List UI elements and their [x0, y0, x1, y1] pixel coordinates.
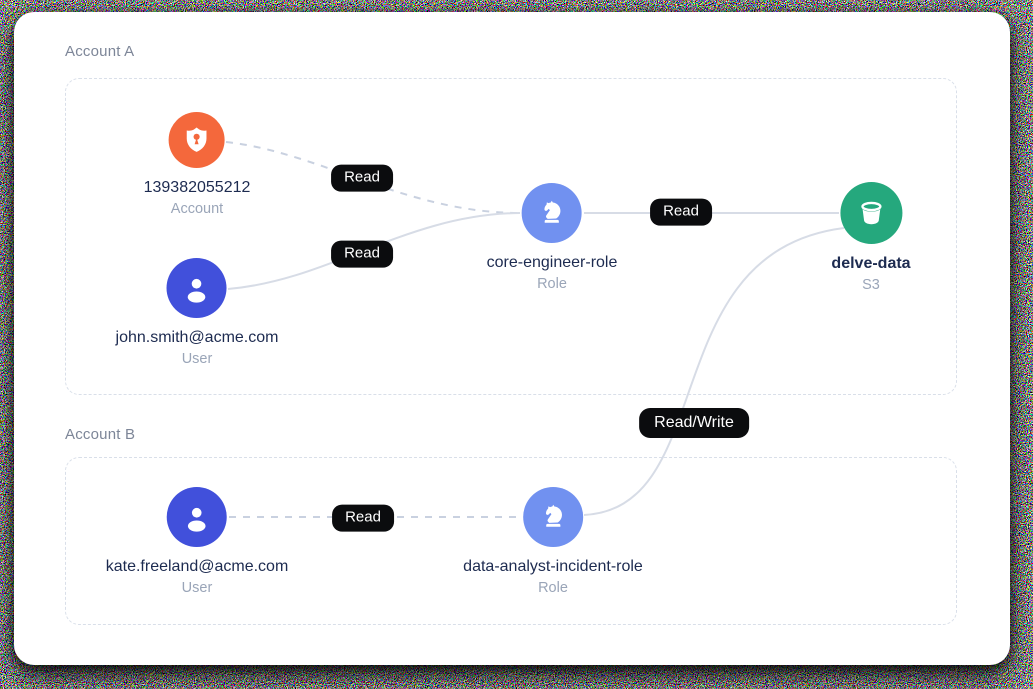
- node-role-data-analyst[interactable]: data-analyst-incident-role Role: [463, 487, 643, 596]
- node-name: core-engineer-role: [486, 254, 618, 271]
- node-s3-delve-data[interactable]: delve-data S3: [831, 182, 911, 293]
- node-type: User: [181, 351, 213, 367]
- node-account-139382055212[interactable]: 139382055212 Account: [143, 112, 251, 217]
- person-icon: [166, 487, 227, 547]
- node-name: data-analyst-incident-role: [463, 558, 643, 575]
- group-box-account-a: [65, 78, 957, 395]
- node-name: john.smith@acme.com: [115, 329, 279, 346]
- bucket-icon: [839, 182, 902, 244]
- chess-knight-icon: [523, 487, 583, 547]
- node-type: Role: [537, 276, 567, 292]
- node-type: Role: [538, 580, 568, 596]
- node-user-kate[interactable]: kate.freeland@acme.com User: [105, 487, 289, 596]
- group-box-account-b: [65, 457, 957, 625]
- group-label-account-a: Account A: [65, 43, 135, 60]
- shield-keyhole-icon: [169, 112, 225, 168]
- person-icon: [167, 258, 227, 318]
- node-role-core-engineer[interactable]: core-engineer-role Role: [486, 183, 618, 292]
- node-name: 139382055212: [143, 179, 251, 196]
- group-label-account-b: Account B: [65, 426, 136, 443]
- chess-knight-icon: [521, 183, 582, 243]
- node-name: delve-data: [831, 255, 911, 272]
- node-type: Account: [170, 201, 224, 217]
- edge-badge-data-bucket-readwrite[interactable]: Read/Write: [639, 408, 749, 438]
- node-user-john[interactable]: john.smith@acme.com User: [115, 258, 279, 367]
- node-name: kate.freeland@acme.com: [105, 558, 289, 575]
- node-type: User: [181, 580, 213, 596]
- edge-badge-account-core-read[interactable]: Read: [331, 164, 393, 192]
- access-graph-card: Account A Account B 139382055212 Account: [14, 12, 1010, 665]
- edge-badge-kate-data-read[interactable]: Read: [332, 504, 394, 532]
- edge-badge-core-bucket-read[interactable]: Read: [650, 198, 712, 226]
- node-type: S3: [862, 277, 880, 293]
- edge-badge-john-core-read[interactable]: Read: [331, 240, 393, 268]
